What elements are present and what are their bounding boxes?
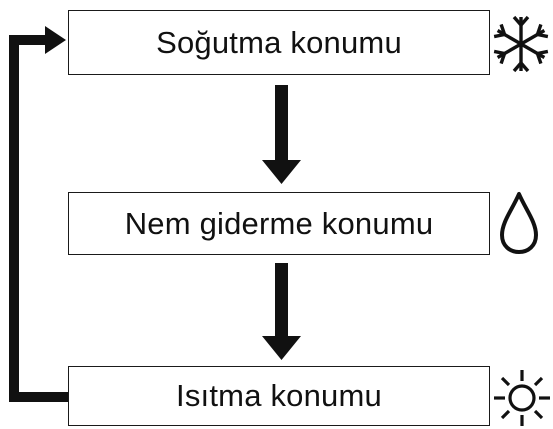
sun-icon (494, 370, 550, 426)
snowflake-icon (493, 15, 549, 73)
water-drop-icon (500, 192, 538, 254)
arrow-dehumidify-to-heating (262, 263, 301, 360)
return-loop-arrow (9, 26, 68, 402)
mode-box-heating: Isıtma konumu (68, 366, 490, 426)
mode-label-dehumidify: Nem giderme konumu (124, 205, 434, 241)
mode-box-dehumidify: Nem giderme konumu (68, 192, 490, 255)
mode-box-cooling: Soğutma konumu (68, 10, 490, 75)
mode-label-cooling: Soğutma konumu (156, 24, 402, 60)
mode-label-heating: Isıtma konumu (176, 378, 382, 413)
arrow-cooling-to-dehumidify (262, 85, 301, 184)
